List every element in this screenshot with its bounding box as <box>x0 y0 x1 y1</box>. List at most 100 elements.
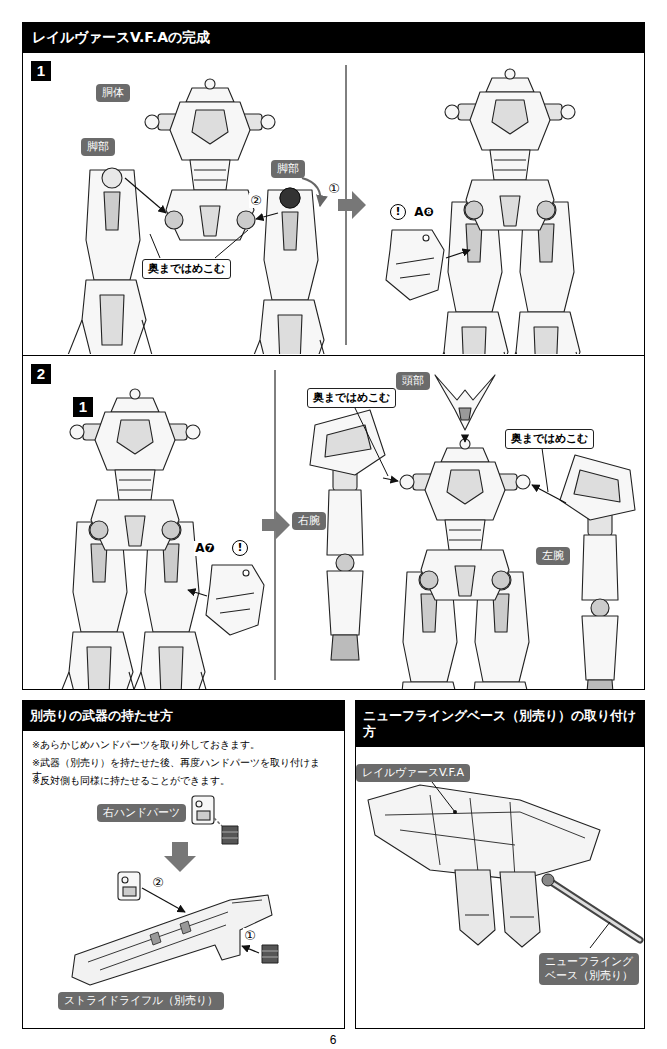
torso-part <box>145 79 275 240</box>
part-name-tag: ニューフライング ベース（別売り） <box>539 953 639 985</box>
part-name: レイルヴァースV.F.A <box>362 766 464 780</box>
instruction-text: 奥まではめこむ <box>511 432 588 446</box>
part-name-tag: レイルヴァースV.F.A <box>356 764 470 782</box>
assembly-arrow <box>446 250 470 258</box>
part-name-tag: 左腕 <box>536 547 570 565</box>
section-heading: ニューフライングベース（別売り）の取り付け方 <box>356 701 644 747</box>
step-arrow <box>262 511 290 539</box>
callout-number: ① <box>243 928 257 943</box>
part-name-tag: 頭部 <box>396 372 430 390</box>
rifle <box>72 895 272 985</box>
stand-joint <box>542 874 554 886</box>
part-name: 左腕 <box>542 549 564 563</box>
assembly-arrow <box>383 478 398 481</box>
arm-part <box>560 455 635 689</box>
part-name: ニューフライング ベース（別売り） <box>545 955 633 983</box>
part-name: 右ハンドパーツ <box>103 806 180 820</box>
flight-illustration <box>368 785 640 947</box>
note-text: ※あらかじめハンドパーツを取り外しておきます。 <box>32 738 337 751</box>
step-arrow <box>164 842 196 872</box>
torso-part <box>445 69 575 230</box>
assembly-arrow <box>256 213 278 219</box>
part-name-tag: 右腕 <box>292 512 326 530</box>
armor-part <box>206 565 264 635</box>
leader-line <box>590 922 610 948</box>
instruction-text: 奥まではめこむ <box>148 262 225 276</box>
hand-part <box>118 872 140 900</box>
thruster <box>500 872 540 947</box>
part-name: 頭部 <box>402 374 424 388</box>
section-panel: ニューフライングベース（別売り）の取り付け方レイルヴァースV.F.A ニューフライ… <box>355 700 645 1029</box>
flight-detail <box>385 795 585 878</box>
robot-parts <box>68 79 330 354</box>
thruster-detail <box>465 915 534 917</box>
step-arrow <box>338 191 366 219</box>
leader-line <box>542 448 548 492</box>
assembly-arrow <box>188 590 207 596</box>
hand-part <box>222 826 238 844</box>
assembly-arrow <box>242 946 259 953</box>
torso-part <box>70 389 200 550</box>
hand-part <box>192 796 214 824</box>
leg-part <box>246 188 330 354</box>
part-name: 脚部 <box>87 140 109 154</box>
rifle-detail <box>150 921 191 945</box>
note-text: ※反対側も同様に持たせることができます。 <box>32 774 337 787</box>
step-panel: 21頭部奥まではめこむ奥まではめこむ右腕左腕 <box>22 355 645 690</box>
leg-part <box>68 168 152 354</box>
step-reference: 1 <box>73 397 93 417</box>
assembly-arrow <box>532 485 566 503</box>
callout-number: ① <box>327 181 341 196</box>
hip-cap <box>280 188 300 208</box>
caution-mark: ! <box>232 540 248 556</box>
instruction-callout: 奥まではめこむ <box>307 388 396 408</box>
leader-line <box>150 234 160 258</box>
part-name: ストライドライフル（別売り） <box>64 994 218 1008</box>
part-reference: A❽ <box>413 205 434 220</box>
part-name-tag: 右ハンドパーツ <box>97 804 186 822</box>
thruster <box>455 870 495 945</box>
part-name: 脚部 <box>277 162 299 176</box>
rifle-detail <box>88 900 262 970</box>
instruction-callout: 奥まではめこむ <box>142 259 231 279</box>
section-heading: 別売りの武器の持たせ方 <box>23 701 344 731</box>
head-part <box>435 375 495 430</box>
assembly-arrow <box>464 436 465 442</box>
robot-assembled <box>310 375 635 689</box>
step-badge: 1 <box>73 397 93 417</box>
torso-part <box>400 439 530 600</box>
robot-assembled <box>55 389 264 689</box>
callout-number: ② <box>151 875 165 890</box>
page-number: 6 <box>330 1033 337 1047</box>
step-panel: 1胴体脚部脚部奥まではめこむ <box>22 52 645 356</box>
leader-dot <box>453 810 457 814</box>
instruction-callout: 奥まではめこむ <box>505 429 594 449</box>
title-text: レイルヴァースV.F.Aの完成 <box>22 22 645 52</box>
part-reference: A❼ <box>194 541 215 556</box>
part-name-tag: 脚部 <box>271 160 305 178</box>
assembly-arrow <box>142 888 185 912</box>
part-name: 右腕 <box>298 514 320 528</box>
hand-part <box>262 945 278 963</box>
step-number: 2 <box>31 364 51 384</box>
part-name-tag: 胴体 <box>96 84 130 102</box>
stand-arm <box>548 880 640 940</box>
detach-arrow <box>214 818 222 826</box>
armor-part <box>386 230 444 300</box>
part-name: 胴体 <box>102 86 124 100</box>
part-name-tag: ストライドライフル（別売り） <box>58 992 224 1010</box>
weapon-illustration <box>72 796 278 985</box>
caution-mark: ! <box>390 204 406 220</box>
step-number: 1 <box>31 61 51 81</box>
part-name-tag: 脚部 <box>81 138 115 156</box>
robot-assembled <box>386 69 586 354</box>
leader-line <box>432 782 455 812</box>
leader-line <box>215 230 248 258</box>
callout-number: ② <box>249 193 263 208</box>
title-bar: レイルヴァースV.F.Aの完成 <box>22 22 645 52</box>
rotate-arrow <box>302 178 321 206</box>
leader-line <box>355 408 388 476</box>
flight-body <box>368 785 600 880</box>
